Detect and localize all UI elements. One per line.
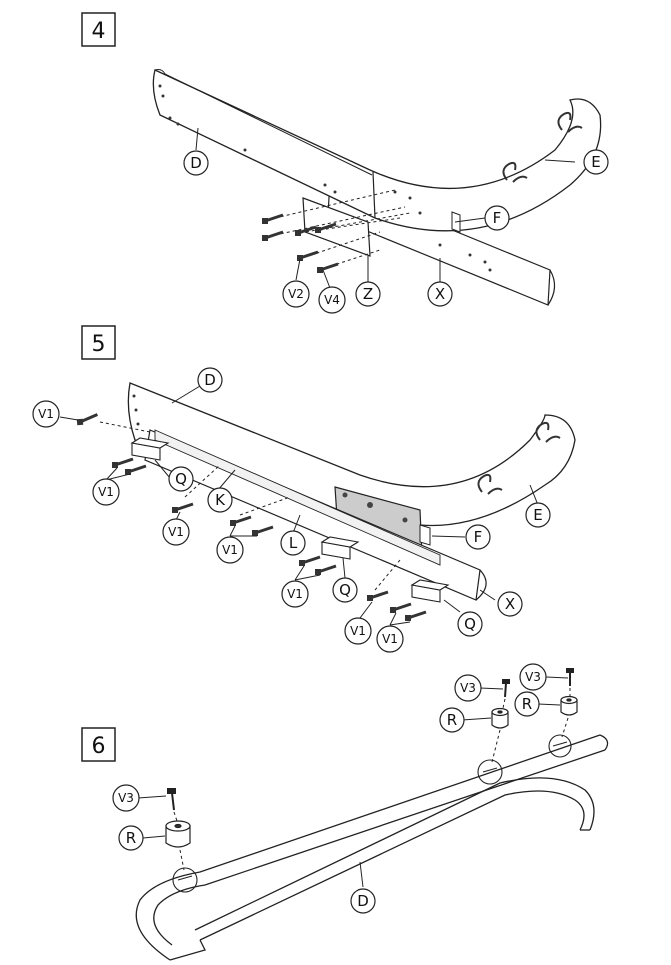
- step-5-label-V1c: V1: [168, 525, 184, 539]
- step-6-label-R2: R: [447, 711, 457, 729]
- step-5-label-D: D: [204, 371, 216, 389]
- step-4-label-F: F: [493, 209, 502, 227]
- step-5-label-V1f: V1: [350, 624, 366, 638]
- step-6: 6: [81, 663, 609, 961]
- step-6-label-R3: R: [522, 695, 532, 713]
- step-5-label-V1b: V1: [98, 485, 114, 499]
- step-6-label-D: D: [357, 892, 369, 910]
- step-6-label-V3b: V3: [460, 681, 476, 695]
- step-6-label-V3a: V3: [118, 791, 134, 805]
- step-5-number-box: [81, 325, 116, 360]
- part-K-strip: [154, 429, 441, 566]
- part-D-slots: [172, 734, 572, 893]
- step-5-label-V1d: V1: [222, 543, 238, 557]
- step-5-number: 5: [92, 332, 106, 357]
- part-D-E-rocker: [152, 69, 602, 232]
- step-5-label-K: K: [215, 491, 226, 509]
- step-5-label-Q2: Q: [339, 581, 351, 599]
- step-4-label-E: E: [591, 153, 600, 171]
- step-5-label-V1a: V1: [38, 407, 54, 421]
- step-5: 5: [32, 325, 576, 653]
- step-5-label-X: X: [505, 595, 515, 613]
- step-5-label-E: E: [533, 506, 542, 524]
- part-D-runner: [135, 734, 609, 961]
- step-4-label-X: X: [435, 285, 445, 303]
- screws-step6: [167, 668, 574, 811]
- step-5-label-F: F: [474, 528, 483, 546]
- step-4-label-V2: V2: [288, 287, 304, 301]
- step-4-number: 4: [92, 19, 106, 44]
- step-4-label-V4: V4: [324, 293, 340, 307]
- step-4-label-D: D: [190, 154, 202, 172]
- step-6-number: 6: [92, 734, 106, 759]
- step-4: 4: [81, 12, 609, 314]
- step-6-label-R1: R: [126, 829, 136, 847]
- step-5-label-V1g: V1: [382, 632, 398, 646]
- step-6-label-V3c: V3: [525, 670, 541, 684]
- step-6-number-box: [81, 727, 116, 762]
- step-5-label-V1e: V1: [287, 587, 303, 601]
- part-Q-blocks: [130, 437, 450, 603]
- step-5-label-Q1: Q: [175, 470, 187, 488]
- part-R-rings: [165, 695, 578, 848]
- part-Z-plate: [302, 197, 371, 257]
- part-X-rail-step5: [144, 429, 487, 601]
- step-5-label-L: L: [289, 534, 298, 552]
- step-4-number-box: [81, 12, 116, 47]
- step-5-label-Q3: Q: [464, 615, 476, 633]
- step-4-label-Z: Z: [363, 285, 373, 303]
- part-F-bracket-step5: [419, 524, 431, 546]
